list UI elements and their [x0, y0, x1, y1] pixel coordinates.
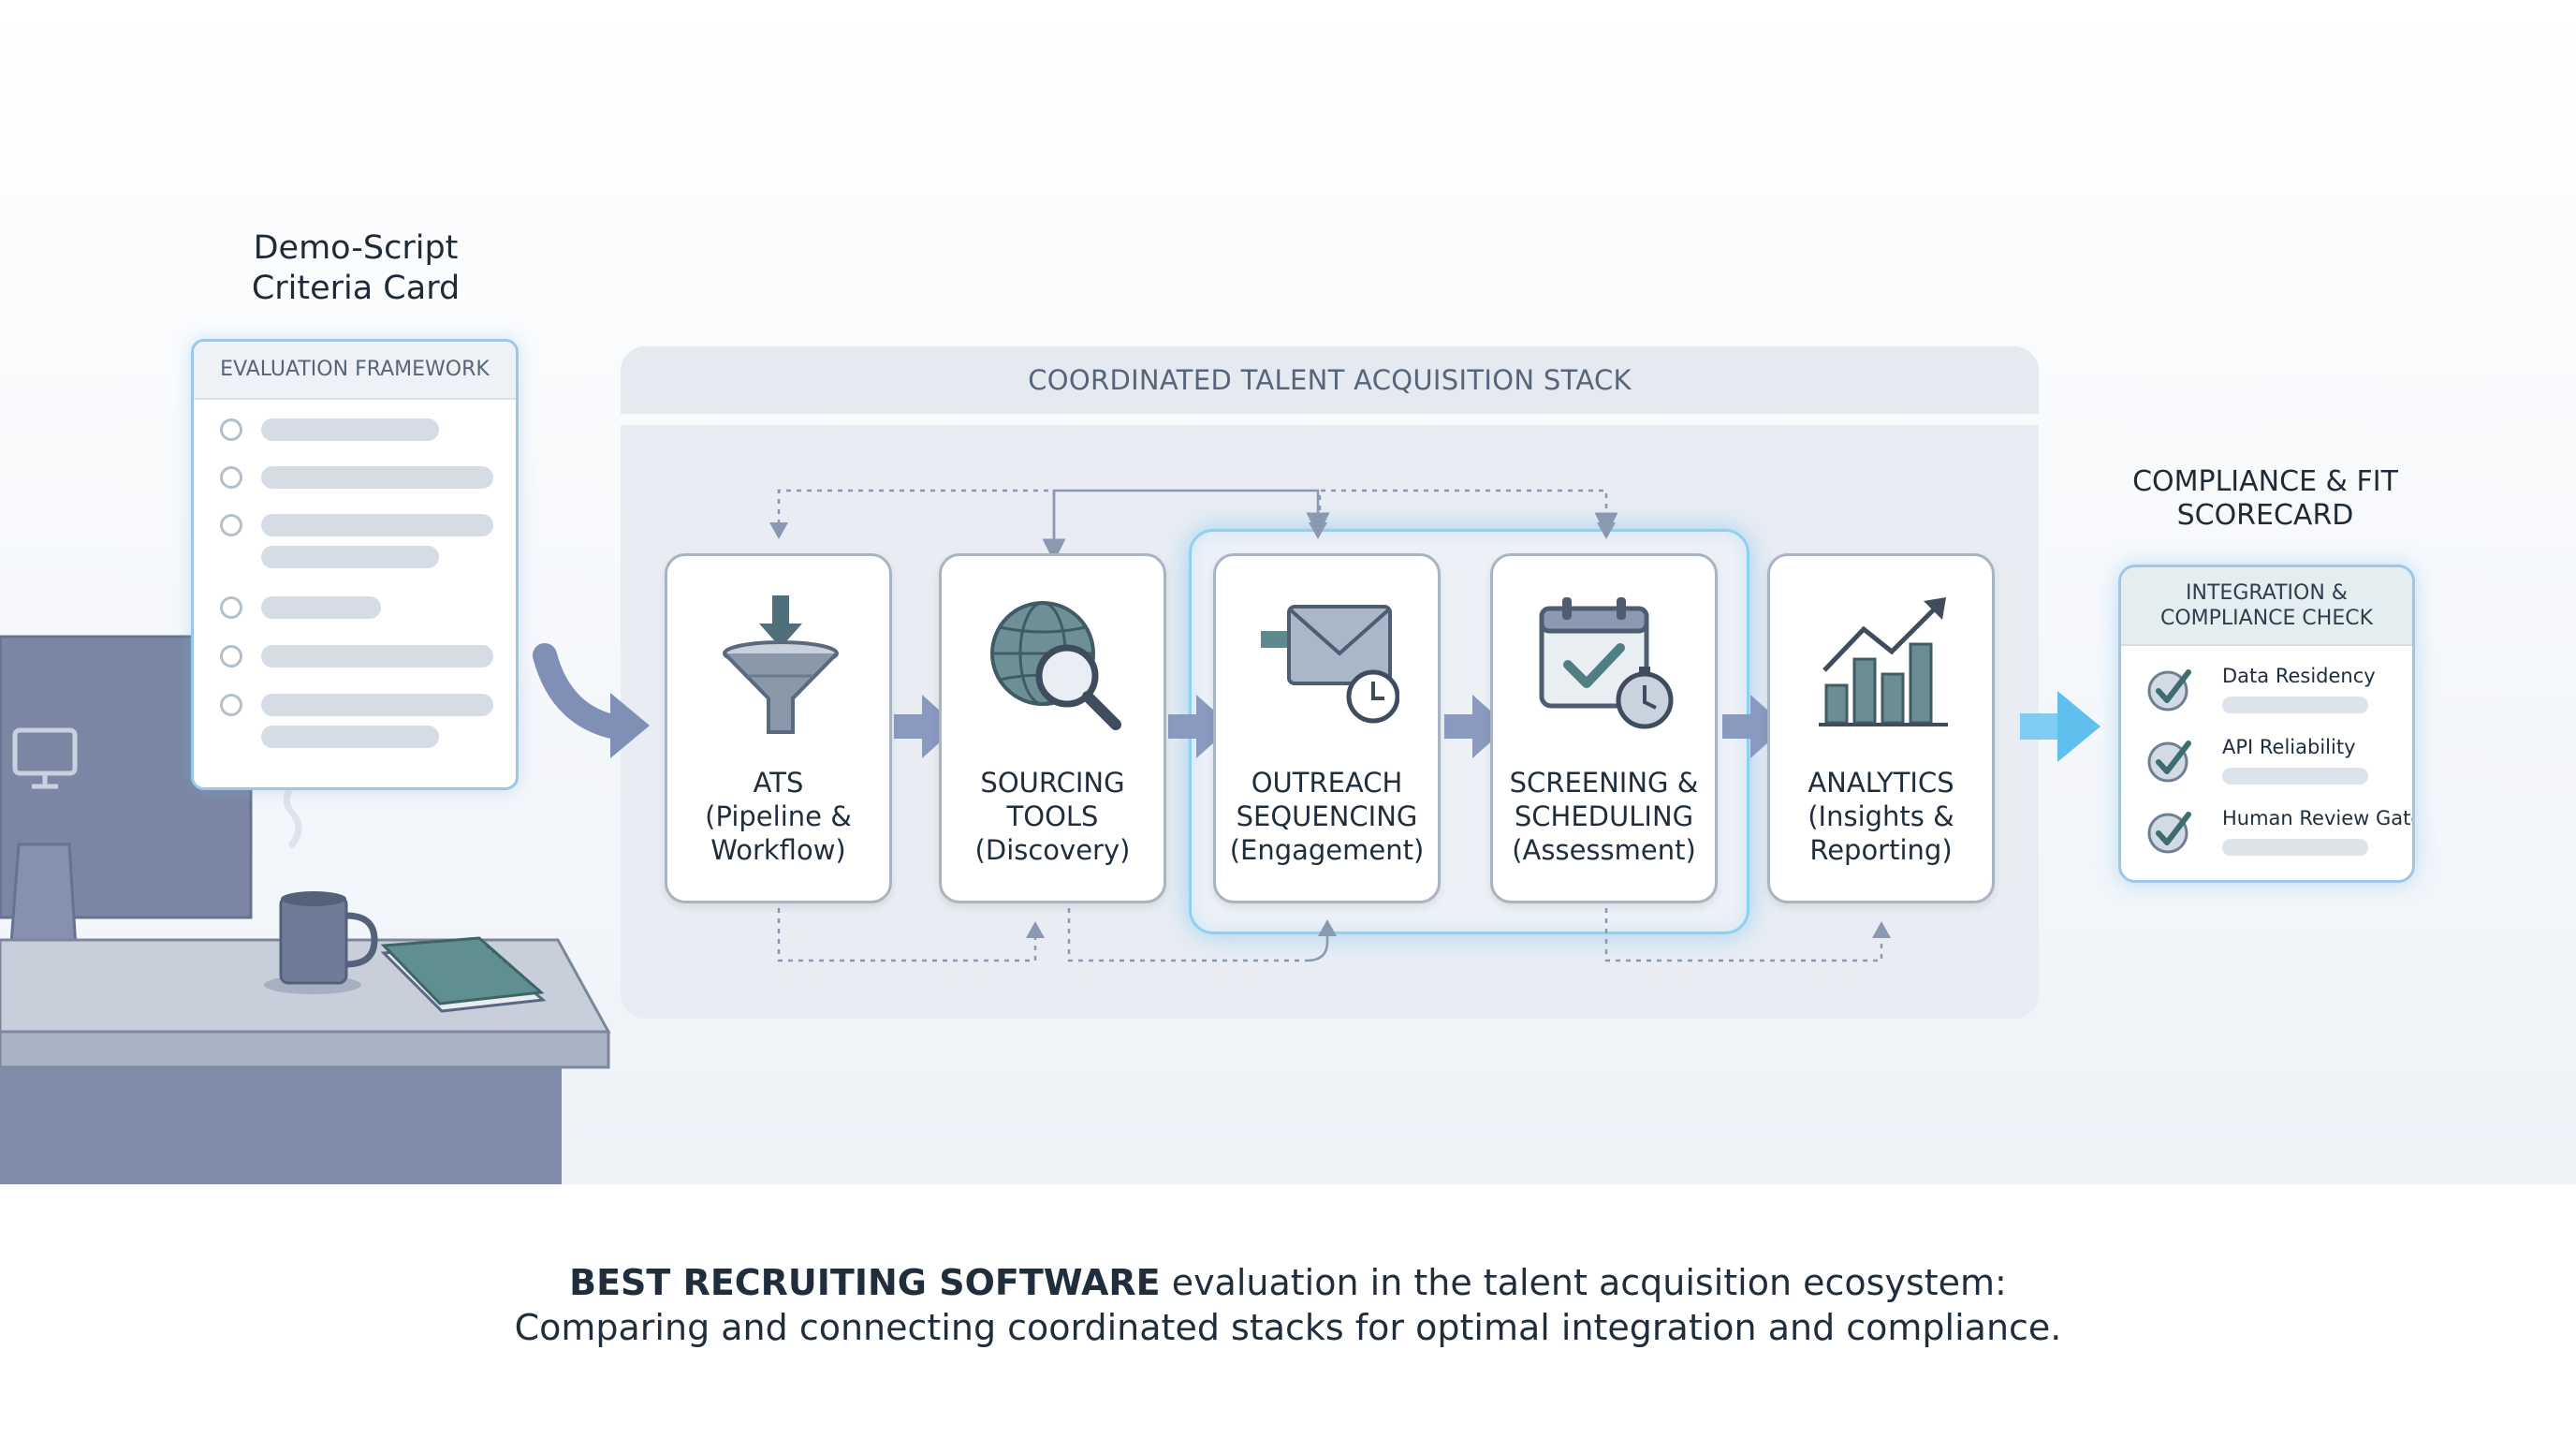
radio-button[interactable] — [220, 466, 242, 489]
stage-outreach-sequencing[interactable]: OUTREACH SEQUENCING (Engagement) — [1213, 553, 1441, 903]
placeholder-line — [261, 466, 493, 489]
stage-ats[interactable]: ATS (Pipeline & Workflow) — [665, 553, 892, 903]
stage-label-line: (Discovery) — [974, 834, 1131, 866]
stage-analytics[interactable]: ANALYTICS (Insights & Reporting) — [1767, 553, 1995, 903]
scorecard-panel: INTEGRATION & COMPLIANCE CHECK Data Resi… — [2118, 565, 2415, 883]
placeholder-line — [261, 596, 381, 619]
check-circle-icon — [2147, 669, 2191, 712]
placeholder-line — [261, 645, 493, 668]
placeholder-line — [261, 546, 439, 568]
radio-button[interactable] — [220, 418, 242, 441]
scorecard-title-line1: COMPLIANCE & FIT — [2132, 465, 2398, 498]
globe-search-icon — [990, 601, 1121, 730]
placeholder-line — [261, 694, 493, 716]
calendar-stopwatch-icon — [1539, 597, 1674, 729]
scorecard-item[interactable]: API Reliability — [2144, 734, 2368, 790]
funnel-icon — [723, 595, 839, 734]
stage-label-line: SEQUENCING — [1236, 800, 1418, 832]
placeholder-line — [2222, 697, 2368, 713]
stage-label: SCREENING & SCHEDULING (Assessment) — [1493, 766, 1715, 867]
scorecard-header-line2: COMPLIANCE CHECK — [2159, 607, 2374, 630]
coffee-mug-icon — [264, 777, 378, 994]
stage-label-line: (Pipeline & — [705, 800, 852, 832]
scorecard-item[interactable]: Human Review Gate — [2144, 805, 2412, 861]
stage-screening-scheduling[interactable]: SCREENING & SCHEDULING (Assessment) — [1490, 553, 1718, 903]
criteria-card: EVALUATION FRAMEWORK — [191, 339, 519, 790]
bar-chart-trend-icon — [1819, 597, 1948, 726]
stage-label-line: SCHEDULING — [1514, 800, 1694, 832]
stage-label-line: SCREENING & — [1509, 767, 1699, 799]
caption-bold: BEST RECRUITING SOFTWARE — [569, 1262, 1161, 1303]
stage-label: ATS (Pipeline & Workflow) — [667, 766, 889, 867]
stage-label-line: Reporting) — [1809, 834, 1953, 866]
stage-label: SOURCING TOOLS (Discovery) — [942, 766, 1164, 867]
output-arrow — [2020, 691, 2100, 762]
caption: BEST RECRUITING SOFTWARE evaluation in t… — [0, 1260, 2576, 1350]
caption-line2: Comparing and connecting coordinated sta… — [514, 1307, 2062, 1348]
flow-connectors — [533, 489, 2100, 962]
stage-label-line: SOURCING — [980, 767, 1125, 799]
stage-label-line: (Engagement) — [1229, 834, 1425, 866]
scorecard-title: COMPLIANCE & FIT SCORECARD — [2097, 465, 2434, 533]
scorecard-item-label: Data Residency — [2222, 665, 2376, 687]
criteria-card-title-line1: Demo-Script — [253, 229, 459, 267]
stage-label-line: ANALYTICS — [1808, 767, 1954, 799]
caption-line1-rest: evaluation in the talent acquisition eco… — [1160, 1262, 2007, 1303]
feedback-loops-top — [777, 489, 1618, 563]
stage-label: OUTREACH SEQUENCING (Engagement) — [1216, 766, 1438, 867]
envelope-clock-icon — [1261, 605, 1399, 724]
stage-label-line: (Insights & — [1808, 800, 1954, 832]
scorecard-title-line2: SCORECARD — [2176, 499, 2354, 532]
radio-button[interactable] — [220, 645, 242, 668]
stage-label-line: ATS — [753, 767, 804, 799]
scorecard-item-label: Human Review Gate — [2222, 807, 2415, 829]
monitor-icon — [12, 727, 78, 789]
placeholder-line — [2222, 839, 2368, 856]
criteria-card-header: EVALUATION FRAMEWORK — [194, 342, 516, 400]
caption-line1: BEST RECRUITING SOFTWARE evaluation in t… — [0, 1260, 2576, 1305]
diagram-scene: Demo-Script Criteria Card EVALUATION FRA… — [0, 0, 2576, 1184]
check-circle-icon — [2147, 812, 2191, 854]
criteria-card-title: Demo-Script Criteria Card — [187, 228, 524, 309]
stage-label: ANALYTICS (Insights & Reporting) — [1770, 766, 1992, 867]
radio-button[interactable] — [220, 694, 242, 716]
stage-label-line: Workflow) — [710, 834, 846, 866]
criteria-card-title-line2: Criteria Card — [251, 270, 461, 307]
placeholder-line — [2222, 768, 2368, 785]
stage-label-line: OUTREACH — [1251, 767, 1403, 799]
check-circle-icon — [2147, 741, 2191, 783]
scorecard-header: INTEGRATION & COMPLIANCE CHECK — [2121, 567, 2412, 646]
radio-button[interactable] — [220, 596, 242, 619]
stack-title: COORDINATED TALENT ACQUISITION STACK — [621, 346, 2039, 414]
radio-button[interactable] — [220, 514, 242, 536]
scorecard-item-label: API Reliability — [2222, 736, 2356, 758]
placeholder-line — [261, 418, 439, 441]
notebook-icon — [380, 936, 547, 1013]
stage-label-line: (Assessment) — [1512, 834, 1696, 866]
feedback-loops-bottom — [777, 908, 1883, 962]
scorecard-header-line1: INTEGRATION & — [2186, 581, 2348, 605]
entry-arrow — [533, 643, 650, 758]
stage-label-line: TOOLS — [1006, 800, 1099, 832]
placeholder-line — [261, 726, 439, 748]
placeholder-line — [261, 514, 493, 536]
stage-sourcing-tools[interactable]: SOURCING TOOLS (Discovery) — [939, 553, 1166, 903]
scorecard-item[interactable]: Data Residency — [2144, 663, 2376, 719]
